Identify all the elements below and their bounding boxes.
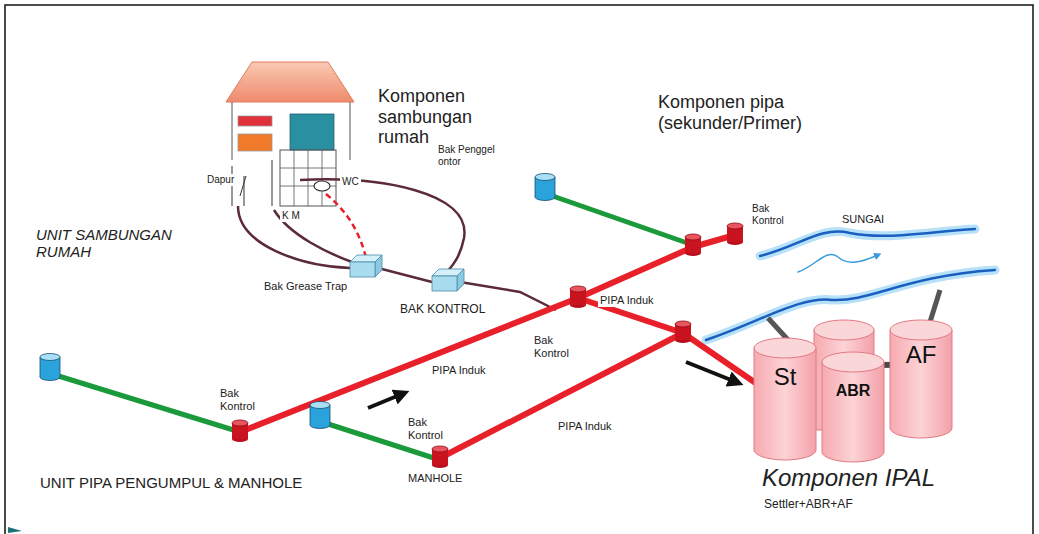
house-grid [280, 150, 336, 206]
river-bank [760, 229, 975, 256]
river-bank-glow [706, 270, 995, 340]
control-chamber [675, 321, 691, 343]
frame [5, 5, 1033, 534]
tank-outline [890, 320, 952, 438]
control-chamber [727, 223, 743, 245]
tank-node: St [754, 338, 816, 460]
house-window [238, 134, 272, 151]
toilet-symbol [314, 181, 330, 191]
control-chamber [432, 446, 448, 468]
tank-top [754, 338, 816, 358]
house-window [290, 114, 334, 150]
box-side [457, 269, 464, 291]
room-label: Dapur [205, 174, 236, 186]
tank-body [890, 330, 952, 438]
tank-top [890, 320, 952, 340]
house-pipes [238, 179, 556, 310]
house-wall [232, 102, 233, 160]
tank-top [822, 352, 884, 372]
bathroom-pipe [274, 210, 352, 262]
river-flow [798, 255, 878, 272]
box-front [350, 262, 375, 277]
part-label: Bak Grease Trap [262, 280, 349, 293]
tank-outline [754, 338, 816, 460]
control-chamber [570, 286, 586, 308]
river [706, 229, 995, 340]
tank-label: St [754, 364, 816, 390]
tank-text-holder: AF [890, 320, 952, 368]
part-label: Bak Kontrol [218, 387, 267, 412]
part-label: MANHOLE [406, 472, 464, 485]
flow-arrow [686, 362, 736, 382]
flushing-tank [535, 174, 555, 201]
tank-label: AF [890, 342, 952, 368]
tank-node: AF [890, 320, 952, 438]
tank-label: ABR [822, 382, 884, 400]
bathroom-wall [272, 160, 273, 206]
part-label: Bak Penggelontor [436, 144, 500, 167]
flushing-tank [40, 354, 60, 381]
corner-mark [8, 527, 22, 533]
room-label: WC [340, 176, 361, 188]
tank-text-holder: ABR [822, 352, 884, 400]
section-title: Komponen sambungan rumah [376, 86, 530, 148]
river-bank [706, 270, 995, 340]
part-label: Bak Kontrol [532, 334, 581, 359]
green-pipe [547, 194, 693, 245]
tank-body [822, 362, 884, 462]
control-chamber [232, 420, 248, 442]
outfall-pipe [930, 290, 940, 322]
green-pipe [52, 374, 240, 432]
house-window [238, 116, 272, 126]
unit-label: UNIT PIPA PENGUMPUL & MANHOLE [38, 474, 304, 491]
house-roof [226, 62, 354, 102]
section-title: Komponen pipa (sekunder/Primer) [656, 92, 890, 133]
box-front [432, 276, 457, 291]
house-wall [350, 102, 351, 160]
box-side [375, 255, 382, 277]
river-bank-glow [760, 229, 975, 256]
grease-trap-box [350, 255, 382, 277]
trap-pipe [378, 268, 432, 282]
part-label: BAK KONTROL [398, 303, 487, 317]
red-pipe [440, 333, 683, 458]
house-grid [280, 168, 336, 169]
house-grid [294, 150, 295, 206]
pipe-label: PIPA Induk [556, 420, 614, 433]
wc-dashed-pipe [326, 194, 366, 258]
red-pipe [240, 235, 735, 432]
tank-connector-pipe [884, 362, 890, 368]
room-label: K M [280, 210, 302, 222]
house [226, 62, 354, 206]
flushing-tank [310, 402, 330, 429]
unit-label: UNIT SAMBUNGAN RUMAH [34, 226, 188, 261]
component-subtitle: Settler+ABR+AF [762, 498, 855, 512]
house-grid [322, 150, 323, 206]
part-label: Bak Kontrol [406, 416, 455, 441]
tank-node: ABR [822, 352, 884, 462]
kitchen-pipe [238, 206, 350, 268]
pipe-label: PIPA Induk [430, 364, 488, 377]
house-grid [308, 150, 309, 206]
river-label: SUNGAI [840, 213, 886, 226]
control-box [432, 269, 464, 291]
component-title: Komponen IPAL [760, 464, 937, 492]
tank-outline [822, 352, 884, 462]
tank-body [754, 348, 816, 460]
control-chamber [685, 234, 701, 256]
flow-arrow [368, 394, 402, 408]
tank-text-holder: St [754, 338, 816, 390]
tank-top [814, 320, 874, 340]
main-pipes [240, 235, 760, 458]
part-label: Bak Kontrol [750, 203, 799, 226]
kitchen-sink [232, 166, 246, 206]
pipe-label: PIPA Induk [598, 294, 656, 307]
